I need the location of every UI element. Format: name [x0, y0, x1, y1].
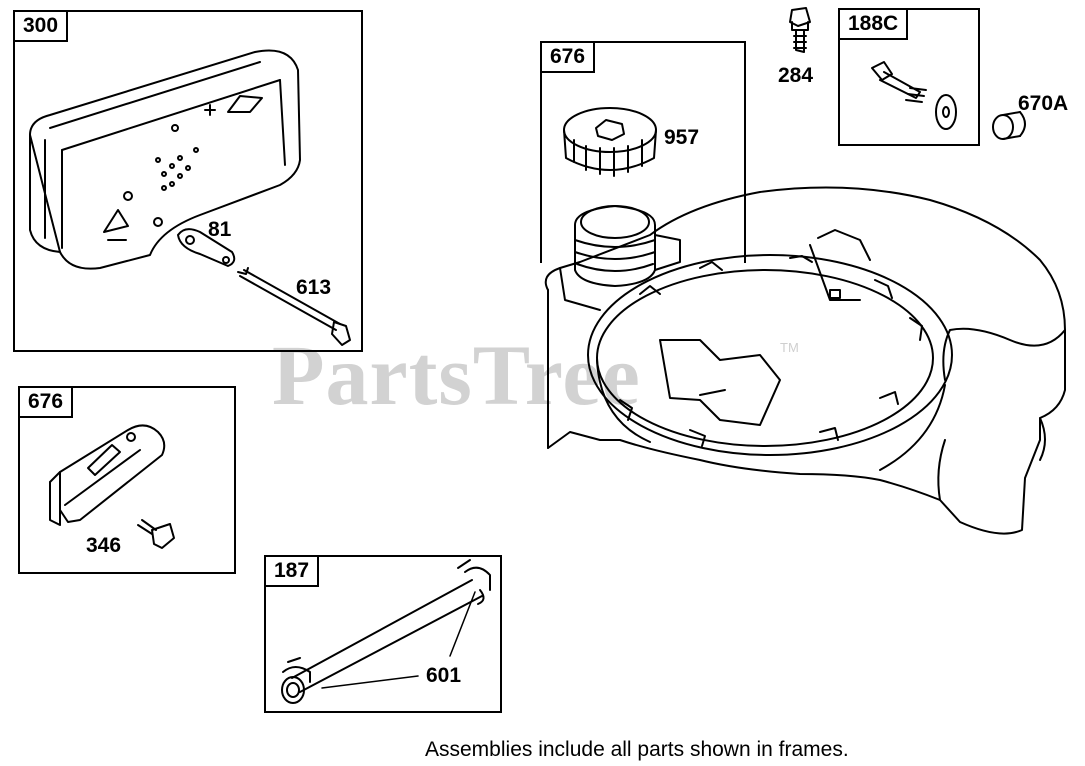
callout-957: 957 [664, 126, 700, 149]
callout-346: 346 [86, 534, 122, 557]
frame-fuel-tank: 676 [540, 41, 746, 263]
callout-613: 613 [296, 276, 332, 299]
frame-tag-188c: 188C [838, 8, 909, 40]
frame-fuel-line: 187 [264, 555, 502, 713]
frame-muffler: 300 [13, 10, 363, 352]
frame-tag-676-tank: 676 [540, 41, 596, 73]
frame-guard: 676 [18, 386, 236, 574]
fuel-cap-drawing [563, 107, 657, 177]
frame-tag-676-guard: 676 [18, 386, 74, 418]
callout-284: 284 [778, 64, 814, 87]
shoulder-bolt-drawing [871, 61, 957, 130]
frame-tag-187: 187 [264, 555, 320, 587]
muffler-drawing [29, 49, 351, 346]
frame-tag-300: 300 [13, 10, 69, 42]
watermark: PartsTree [272, 327, 641, 423]
fuel-line-drawing [281, 559, 491, 704]
callout-81: 81 [208, 218, 232, 241]
footnote: Assemblies include all parts shown in fr… [425, 738, 849, 761]
frame-tank-mount: 188C [838, 8, 980, 146]
callout-670a: 670A [1018, 92, 1069, 115]
bolt-284-drawing [789, 7, 811, 53]
callout-601: 601 [426, 664, 462, 687]
fuel-tank-drawing [544, 186, 1066, 535]
guard-drawing [49, 424, 175, 549]
spacer-drawing [992, 111, 1026, 140]
trademark-mark: TM [780, 340, 799, 355]
